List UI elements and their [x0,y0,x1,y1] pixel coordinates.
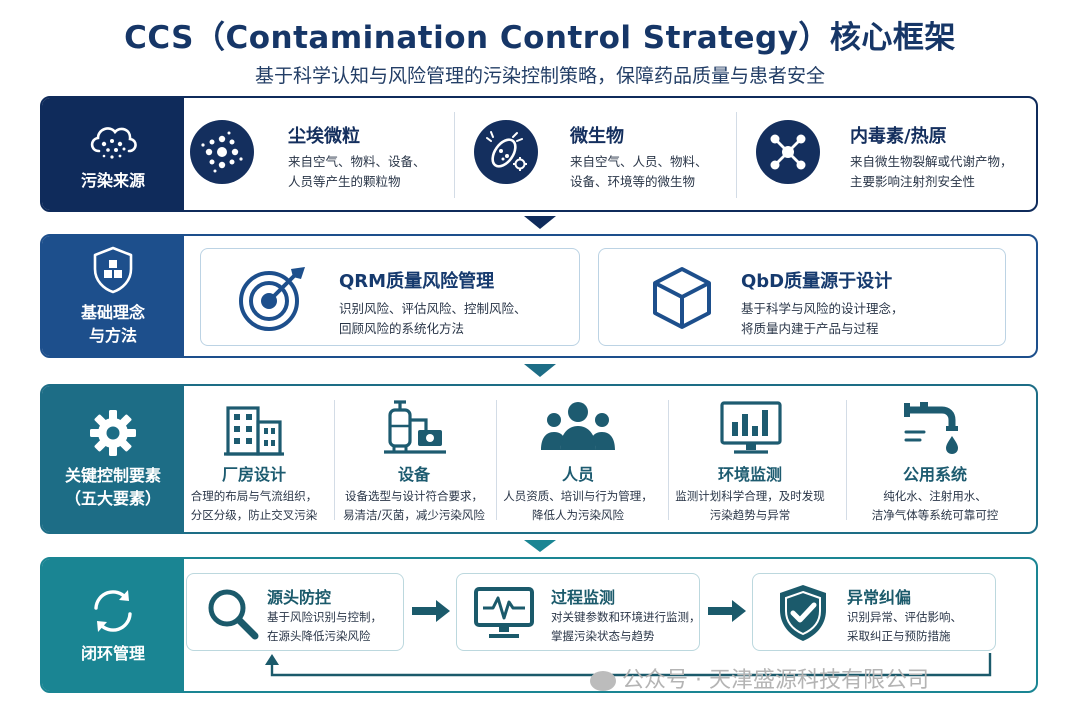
section-closed-loop: 闭环管理 源头防控 基于风险识别与控制， 在源头降低污染风险 过程监测 对关键参… [40,557,1038,693]
element-title: 公用系统 [902,465,967,484]
divider [846,400,847,520]
element-title: 环境监测 [717,465,782,484]
method-card-qbd: QbD质量源于设计 基于科学与风险的设计理念， 将质量内建于产品与过程 [598,248,1006,346]
element-desc-line2: 降低人为污染风险 [532,508,624,522]
cube-icon [653,267,711,329]
element-desc-line2: 洁净气体等系统可靠可控 [871,508,999,522]
page-title: CCS（Contamination Control Strategy）核心框架 [124,20,956,56]
card-title: QbD质量源于设计 [741,271,893,292]
flow-arrow-down [524,540,556,552]
microbe-icon [474,120,538,184]
loop-card-source-control: 源头防控 基于风险识别与控制， 在源头降低污染风险 [186,573,404,651]
item-title: 内毒素/热原 [850,126,947,147]
loop-card-process-monitoring: 过程监测 对关键参数和环境进行监测， 掌握污染状态与趋势 [456,573,701,651]
page-subtitle: 基于科学认知与风险管理的污染控制策略，保障药品质量与患者安全 [254,65,825,87]
card-desc-line2: 在源头降低污染风险 [267,629,371,643]
card-title: 源头防控 [267,588,332,607]
card-desc-line2: 将质量内建于产品与过程 [741,321,879,336]
flow-arrow-down [524,216,556,229]
divider [736,112,737,198]
flow-arrow-down [524,364,556,377]
card-desc-line1: 对关键参数和环境进行监测， [551,610,701,624]
magnifier-icon [208,589,259,640]
card-title: 过程监测 [551,588,616,607]
loop-card-deviation-correction: 异常纠偏 识别异常、评估影响、 采取纠正与预防措施 [752,573,996,651]
building-icon [224,406,284,456]
element-desc-line1: 人员资质、培训与行为管理， [503,489,653,503]
cloud-particles-icon [90,126,137,159]
divider [496,400,497,520]
cycle-arrows-icon [94,589,132,632]
shield-blocks-icon [93,246,133,294]
section-key-elements: 关键控制要素 （五大要素） 厂房设计 合理的布局与气流组织， 分区分级，防止交叉… [40,384,1038,534]
element-desc-line2: 易清洁/灭菌，减少污染风险 [343,508,485,522]
watermark: 公众号 · 天津盛源科技有限公司 [590,662,929,694]
item-desc-line2: 人员等产生的颗粒物 [288,174,401,189]
section-label-line1: 基础理念 [80,303,145,322]
method-card-qrm: QRM质量风险管理 识别风险、评估风险、控制风险、 回顾风险的系统化方法 [200,248,580,346]
watermark-text: 公众号 · 天津盛源科技有限公司 [622,668,929,693]
section-sidebar: 闭环管理 [42,559,184,691]
item-desc-line1: 来自微生物裂解或代谢产物， [850,154,1013,169]
shield-check-icon [780,585,826,641]
element-title: 人员 [561,465,594,484]
element-desc-line1: 纯化水、注射用水、 [883,489,987,503]
water-pipe-icon [904,402,958,454]
arrow-right-icon [412,600,450,622]
section-label: 关键控制要素 （五大要素） [65,464,161,510]
item-title: 尘埃微粒 [288,126,360,147]
item-desc-line2: 主要影响注射剂安全性 [850,174,976,189]
section-methods: 基础理念 与方法 QRM质量风险管理 识别风险、评估风险、控制风险、 回顾风险的… [40,234,1038,358]
element-desc-line1: 监测计划科学合理，及时发现 [675,489,825,503]
card-desc-line2: 掌握污染状态与趋势 [551,629,655,643]
section-label-line1: 关键控制要素 [64,466,161,485]
section-sidebar: 污染来源 [42,98,184,210]
divider [454,112,455,198]
card-desc-line1: 基于科学与风险的设计理念， [741,301,904,316]
card-title: QRM质量风险管理 [339,271,495,292]
element-title: 设备 [397,465,430,484]
item-title: 微生物 [570,126,624,147]
element-desc-line1: 合理的布局与气流组织， [190,489,318,503]
equipment-tank-icon [384,400,446,454]
section-sidebar: 基础理念 与方法 [42,236,184,356]
section-label: 污染来源 [80,170,145,190]
element-desc-line2: 分区分级，防止交叉污染 [190,508,318,522]
arrow-right-icon [708,600,746,622]
section-sidebar: 关键控制要素 （五大要素） [42,386,184,532]
section-label-line2: （五大要素） [64,489,161,508]
monitor-chart-icon [720,401,782,454]
section-contamination-sources: 污染来源 尘埃微粒 来自空气、物料、设备、 人员等产生的颗粒物 微生物 来自空气… [40,96,1038,212]
card-desc-line2: 采取纠正与预防措施 [847,629,951,643]
monitor-pulse-icon [474,587,534,638]
gear-icon [90,410,136,456]
wechat-icon [590,671,616,691]
card-title: 异常纠偏 [847,588,912,607]
target-icon [239,267,305,331]
card-desc-line1: 识别风险、评估风险、控制风险、 [339,301,527,316]
feedback-loop-arrow [265,653,992,677]
people-icon [541,402,615,450]
card-desc-line2: 回顾风险的系统化方法 [339,321,465,336]
item-desc-line2: 设备、环境等的微生物 [570,174,696,189]
section-label-line2: 与方法 [88,326,137,345]
element-title: 厂房设计 [221,465,286,484]
element-desc-line1: 设备选型与设计符合要求， [345,489,483,503]
element-desc-line2: 污染趋势与异常 [709,508,791,522]
item-desc-line1: 来自空气、物料、设备、 [288,154,426,169]
card-desc-line1: 基于风险识别与控制， [267,610,382,624]
item-desc-line1: 来自空气、人员、物料、 [570,154,708,169]
dust-particles-icon [190,120,254,184]
divider [668,400,669,520]
section-label: 基础理念 与方法 [81,301,145,347]
molecule-icon [756,120,820,184]
card-desc-line1: 识别异常、评估影响、 [847,610,962,624]
divider [334,400,335,520]
section-label: 闭环管理 [80,643,145,663]
